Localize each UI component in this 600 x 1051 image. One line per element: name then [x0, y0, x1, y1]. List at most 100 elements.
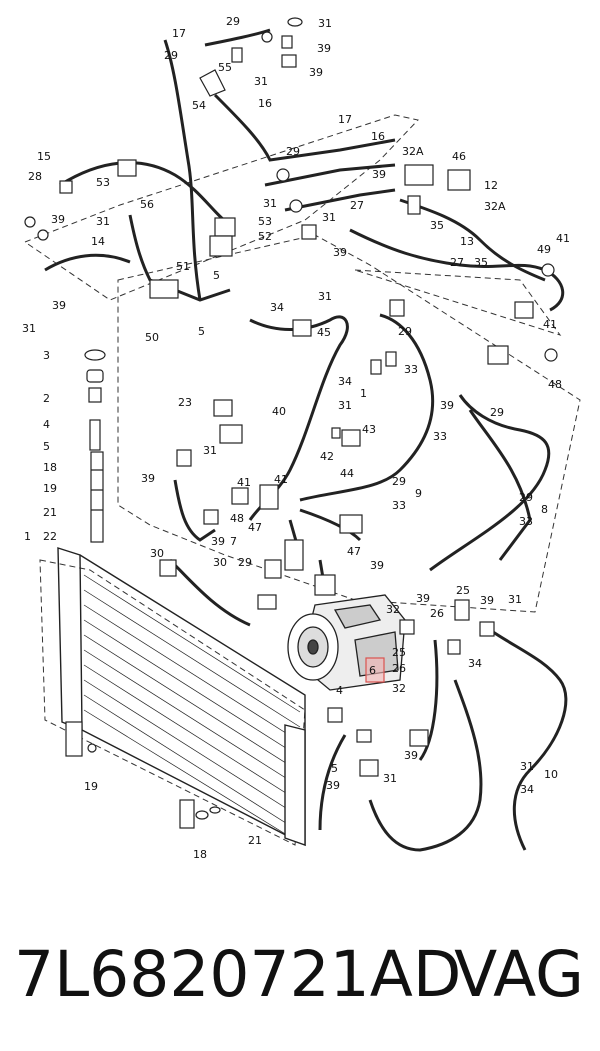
callout: 39 [317, 42, 331, 55]
callout: 15 [37, 150, 51, 163]
highlighted-callout: 6 [369, 664, 376, 677]
callout: 22 [43, 530, 57, 543]
callout: 39 [309, 66, 323, 79]
callout: 39 [333, 246, 347, 259]
callout: 53 [96, 176, 110, 189]
callout: 23 [178, 396, 192, 409]
callout: 12 [484, 179, 498, 192]
callout: 35 [430, 219, 444, 232]
callout: 27 [450, 256, 464, 269]
callout: 39 [480, 594, 494, 607]
callout: 7 [230, 535, 237, 548]
callout: 42 [320, 450, 334, 463]
callout: 5 [43, 440, 50, 453]
callout: 45 [317, 326, 331, 339]
callout: 29 [164, 49, 178, 62]
part-number: 7L6820721AD [14, 938, 462, 1011]
callout: 31 [254, 75, 268, 88]
callout: 41 [237, 476, 251, 489]
callout: 33 [519, 515, 533, 528]
callout: 9 [415, 487, 422, 500]
callout: 33 [404, 363, 418, 376]
callout: 4 [336, 684, 343, 697]
callout: 31 [322, 211, 336, 224]
callout: 31 [22, 322, 36, 335]
callout: 51 [176, 260, 190, 273]
callout: 32 [386, 603, 400, 616]
callout: 25 [392, 646, 406, 659]
callout: 47 [248, 521, 262, 534]
callout: 39 [404, 749, 418, 762]
callout: 5 [198, 325, 205, 338]
callout: 19 [43, 482, 57, 495]
callout: 39 [440, 399, 454, 412]
callout: 33 [392, 499, 406, 512]
callout: 52 [258, 230, 272, 243]
callout: 29 [392, 475, 406, 488]
callout: 39 [326, 779, 340, 792]
callout: 5 [331, 762, 338, 775]
callout: 30 [213, 556, 227, 569]
receiver-drier [84, 349, 106, 543]
callout: 56 [140, 198, 154, 211]
callout: 25 [456, 584, 470, 597]
callout: 31 [96, 215, 110, 228]
callout: 41 [274, 473, 288, 486]
callout: 39 [370, 559, 384, 572]
callout: 17 [338, 113, 352, 126]
callout: 19 [84, 780, 98, 793]
callout: 5 [213, 269, 220, 282]
callout: 35 [474, 256, 488, 269]
callout-labels: 29 31 17 29 55 39 39 31 16 54 17 16 15 2… [22, 15, 570, 861]
callout: 18 [193, 848, 207, 861]
callout: 48 [548, 378, 562, 391]
callout: 27 [350, 199, 364, 212]
callout: 29 [490, 406, 504, 419]
callout: 34 [338, 375, 352, 388]
callout: 44 [340, 467, 354, 480]
callout: 26 [430, 607, 444, 620]
callout: 54 [192, 99, 206, 112]
callout: 10 [544, 768, 558, 781]
callout: 31 [318, 290, 332, 303]
callout: 55 [218, 61, 232, 74]
callout: 48 [230, 512, 244, 525]
callout: 34 [270, 301, 284, 314]
callout: 39 [51, 213, 65, 226]
callout: 14 [91, 235, 105, 248]
condenser [57, 547, 306, 847]
brand: VAG [454, 938, 584, 1011]
callout: 1 [360, 387, 367, 400]
callout: 31 [263, 197, 277, 210]
callout: 16 [371, 130, 385, 143]
callout: 34 [468, 657, 482, 670]
callout: 31 [338, 399, 352, 412]
callout: 33 [433, 430, 447, 443]
callout: 21 [43, 506, 57, 519]
callout: 39 [211, 535, 225, 548]
callout: 39 [141, 472, 155, 485]
callout: 18 [43, 461, 57, 474]
callout: 17 [172, 27, 186, 40]
callout: 43 [362, 423, 376, 436]
highlighted-callout-box[interactable] [365, 657, 385, 683]
callout: 39 [372, 168, 386, 181]
callout: 39 [52, 299, 66, 312]
callout: 32 [392, 682, 406, 695]
caption: 7L6820721AD VAG [0, 925, 600, 1025]
callout: 31 [383, 772, 397, 785]
callout: 29 [398, 325, 412, 338]
callout: 8 [541, 503, 548, 516]
fittings [24, 17, 558, 829]
callout: 26 [392, 662, 406, 675]
ac-parts-diagram: 29 31 17 29 55 39 39 31 16 54 17 16 15 2… [22, 15, 581, 861]
callout: 31 [203, 444, 217, 457]
callout: 49 [537, 243, 551, 256]
callout: 29 [226, 15, 240, 28]
callout: 41 [556, 232, 570, 245]
callout: 34 [520, 783, 534, 796]
callout: 29 [286, 145, 300, 158]
callout: 39 [416, 592, 430, 605]
callout: 2 [43, 392, 50, 405]
callout: 46 [452, 150, 466, 163]
